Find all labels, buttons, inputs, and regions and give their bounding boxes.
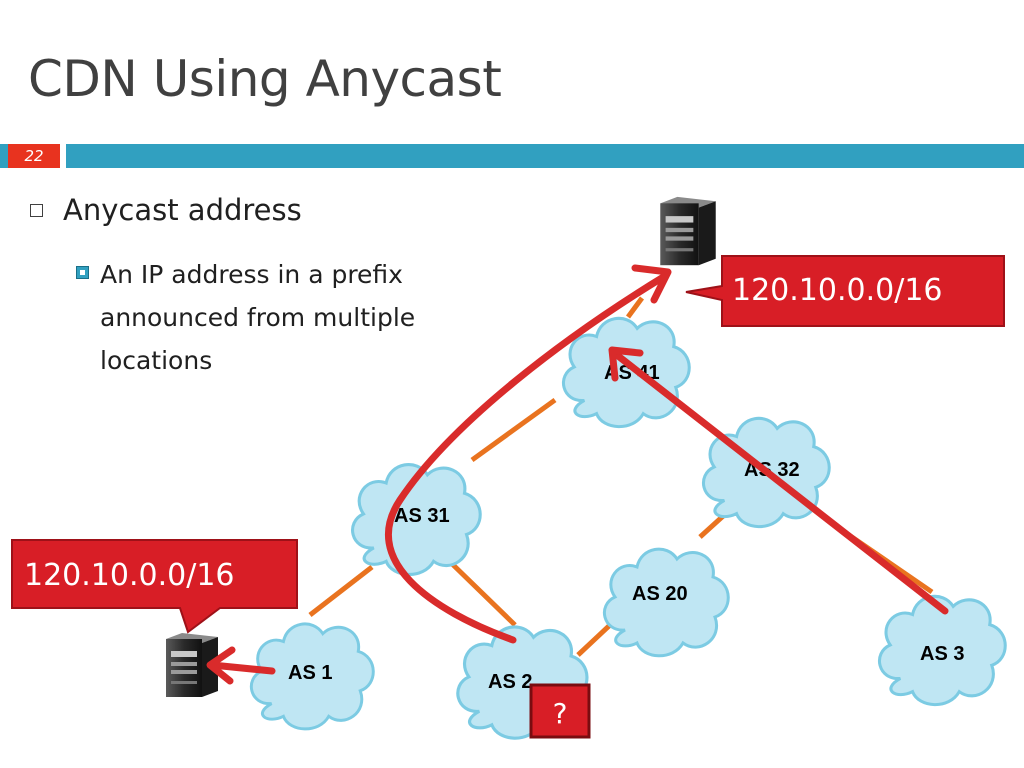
callout-top-prefix: 120.10.0.0/16: [685, 255, 1005, 327]
arrowhead-left-server-icon: [206, 646, 236, 685]
bullet-level-2-text: An IP address in a prefix announced from…: [100, 260, 416, 375]
accent-bar: [66, 144, 1024, 168]
slide-number: 22: [8, 144, 60, 168]
bullet-level-1-text: Anycast address: [63, 193, 302, 227]
link-as31-as41: [470, 397, 557, 463]
arrowhead-top-server-icon: [631, 264, 672, 304]
link-as41-server: [625, 296, 645, 319]
route-as3-to-as41: [609, 348, 949, 615]
hollow-square-bullet-icon: [30, 203, 43, 217]
route-arrows: [206, 264, 949, 685]
as1-label: AS 1: [288, 662, 332, 684]
callout-top-prefix-text: 120.10.0.0/16: [732, 273, 943, 308]
as20-label: AS 20: [632, 583, 688, 605]
link-as2-as20: [576, 623, 612, 657]
question-mark-text: ?: [553, 697, 568, 730]
bullet-level-1: Anycast address: [30, 193, 302, 227]
filled-square-bullet-icon: [76, 266, 89, 279]
callout-left-prefix-text: 120.10.0.0/16: [24, 558, 235, 593]
server-icon: [660, 196, 716, 266]
accent-bar-left: [0, 144, 8, 168]
slide-title: CDN Using Anycast: [28, 50, 502, 108]
link-as1-as31: [308, 565, 374, 617]
route-as1-to-left-server: [208, 661, 276, 675]
as3-label: AS 3: [920, 643, 964, 665]
arrowhead-as41-icon: [608, 346, 644, 382]
bullet-level-2: An IP address in a prefix announced from…: [76, 253, 486, 382]
route-as2-to-top-server: [384, 272, 669, 644]
link-as31-as2: [443, 555, 517, 627]
callout-left-prefix: 120.10.0.0/16: [11, 539, 298, 634]
question-badge: ?: [529, 683, 591, 739]
as31-label: AS 31: [394, 505, 450, 527]
as2-label: AS 2: [488, 671, 532, 693]
